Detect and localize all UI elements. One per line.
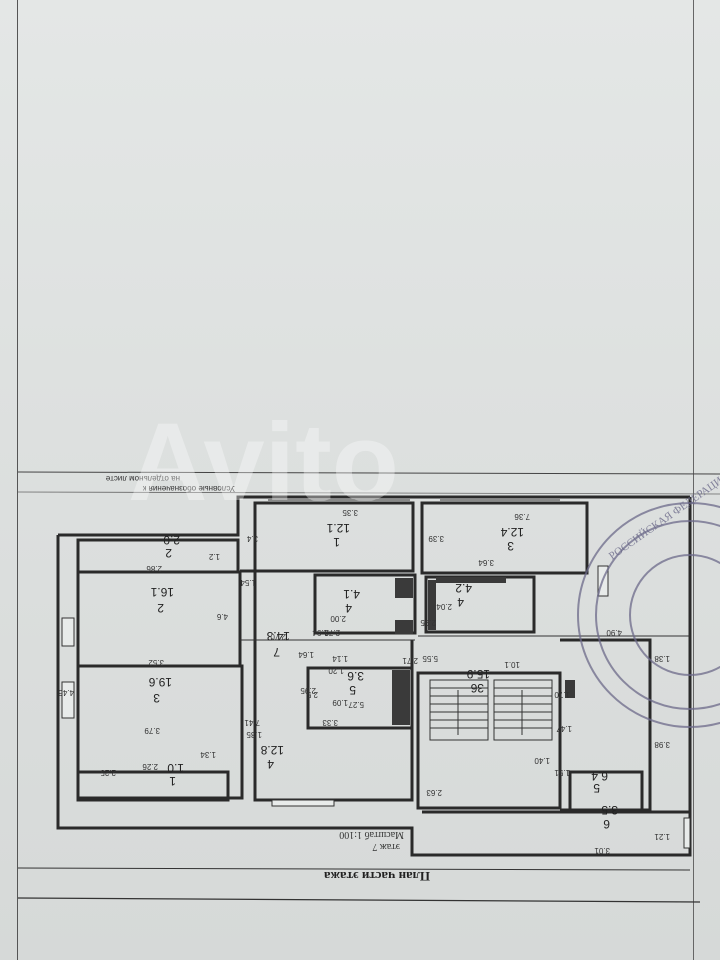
stamp-text: РОССИЙСКАЯ ФЕДЕРАЦИЯ [607,470,720,562]
dim-label: 1.2 [208,552,220,561]
dim-label: 7.41 [244,718,260,727]
room-label-r7-hall-number: 7 [273,645,280,659]
room-label-r1-upper-number: 1 [333,535,340,549]
room-label-r4-right-bath-number: 4 [457,595,464,609]
legend-text: Условные обозначения к [142,484,235,493]
dim-label: 2.5 [306,690,318,699]
dim-label: 1.20 [328,666,344,675]
room-label-r3-left-area: 19.6 [148,675,172,689]
room-labels: 1 12.1 2 2.0 2 16.1 3 19.6 1 1.0 4 4.1 7… [58,508,670,884]
room-label-r5-small-area: 6.4 [591,769,608,783]
dim-label: 4.46 [58,688,74,697]
dim-label: 2.70 [270,632,286,641]
room-label-r5-bath-number: 5 [349,683,356,697]
dim-label: 5.27 [348,700,364,709]
dim-label: 5.55 [422,654,438,663]
dim-label: 1.40 [534,756,550,765]
dim-label: 3.01 [594,846,610,855]
dim-label: 3.39 [428,534,444,543]
room-label-bottom-right-area: 3.5 [601,803,618,817]
dim-label: 2.71 [402,656,418,665]
hatched-shafts [392,577,575,725]
room-label-r5-bath-area: 3.6 [347,669,364,683]
dim-label: 3.52 [148,658,164,667]
room-label-r2-upper-area: 2.0 [163,533,180,547]
dim-label: 1.94 [312,628,328,637]
dim-label: 3.35 [342,508,358,517]
room-label-r5-small-number: 5 [593,781,600,795]
dim-label: 1.38 [654,654,670,663]
dim-label: 2.95 [300,686,316,695]
room-label-stair-area: 15.9 [466,667,490,681]
room-label-r4-right-bath-area: 4.2 [455,581,472,595]
dim-label: 1.54 [240,578,256,587]
dim-label: 1.51 [554,768,570,777]
dim-label: 1.34 [200,750,216,759]
dim-label: 2.72 [324,628,340,637]
dim-label: 1.35 [246,730,262,739]
dim-label: 4.90 [606,628,622,637]
dim-label: 1.14 [332,654,348,663]
dim-label: 3.79 [144,726,160,735]
floor-label: этаж 7 [372,841,400,852]
dim-label: 2.95 [420,618,436,627]
plan-title: План части этажа [324,869,430,884]
scale-label: Масштаб 1:100 [339,829,404,840]
dim-label: 3.4 [246,534,258,543]
dim-label: 3.64 [478,558,494,567]
staircase [429,679,553,741]
room-label-r1-upper-area: 12.1 [326,521,350,535]
room-label-r4-lower-number: 4 [267,757,274,771]
dim-label: 3.98 [654,740,670,749]
dim-label: 1.47 [556,724,572,733]
room-label-r3-left-number: 3 [153,691,160,705]
room-label-r3-right-area: 12.4 [500,525,524,539]
dim-label: 2.04 [436,602,452,611]
room-label-r4-bath-area: 4.1 [343,587,360,601]
left-margin-line [17,0,18,960]
legend-text-2: на отдельном листе [105,474,180,483]
room-label-r7-hall-area: 14.3 [266,629,290,643]
room-label-r3-right-number: 3 [507,539,514,553]
room-label-r2-mid-number: 2 [157,601,164,615]
dim-label: 2.25 [100,768,116,777]
dim-label: 1.09 [332,698,348,707]
dim-label: 1.21 [654,832,670,841]
room-label-stair-number: 36 [470,681,484,695]
interior-walls [76,501,690,814]
room-label-r1-lower-area: 1.0 [167,761,184,775]
dim-label: 1.70 [554,690,570,699]
dim-label: 1.64 [298,650,314,659]
room-label-r4-bath-number: 4 [345,601,352,615]
right-margin-line [693,0,694,960]
dim-label: 2.26 [142,762,158,771]
dim-label: 10.1 [504,660,520,669]
room-label-r2-mid-area: 16.1 [150,585,174,599]
dim-label: 3.33 [322,718,338,727]
room-label-bottom-right-number: 6 [603,817,610,831]
dim-label: 4.6 [216,612,228,621]
watermark: Avito [128,401,399,524]
room-label-r1-lower-number: 1 [169,774,176,788]
room-label-r2-upper-number: 2 [165,546,172,560]
dim-label: 2.00 [330,614,346,623]
room-label-r4-lower-area: 12.8 [260,743,284,757]
dim-label: 7.36 [514,512,530,521]
dim-label: 2.86 [146,564,162,573]
dim-label: 2.63 [426,788,442,797]
